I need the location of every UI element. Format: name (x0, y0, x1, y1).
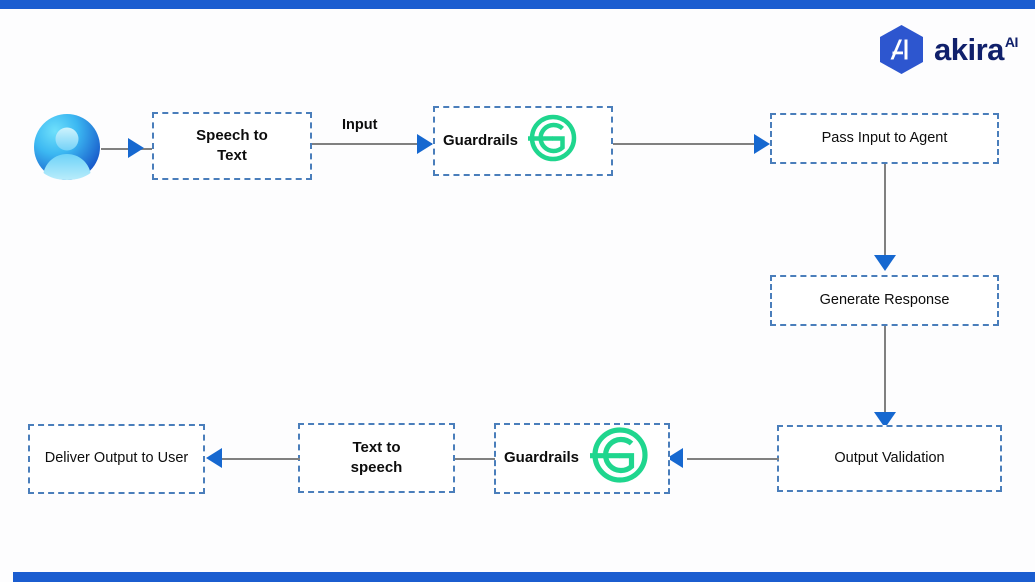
bottom-accent-bar (13, 572, 1035, 582)
guardrails-logo-icon (585, 423, 649, 494)
node-pass-input-to-agent[interactable]: Pass Input to Agent (770, 113, 999, 164)
connector-speech-to-guardrails (312, 143, 432, 145)
node-output-validation-label: Output Validation (834, 449, 945, 466)
connector-generate-to-validation (884, 326, 886, 421)
node-deliver-output-to-user[interactable]: Deliver Output to User (28, 424, 205, 494)
connector-guardrails-to-tts (455, 458, 495, 460)
connector-tts-to-deliver (222, 458, 300, 460)
connector-validation-to-guardrails (687, 458, 779, 460)
node-text-to-speech-label: Text to speech (350, 438, 403, 476)
akira-hexagon-logo-icon (878, 24, 925, 75)
arrowhead-agent-to-generate (874, 255, 896, 271)
node-output-validation[interactable]: Output Validation (777, 425, 1002, 492)
node-generate-response-label: Generate Response (819, 291, 950, 308)
node-generate-response[interactable]: Generate Response (770, 275, 999, 326)
node-guardrails-input-label: Guardrails (443, 131, 519, 149)
node-speech-to-text[interactable]: Speech to Text (152, 112, 312, 180)
top-accent-bar (0, 0, 1035, 9)
edge-label-input: Input (342, 117, 378, 133)
arrowhead-guardrails-to-agent (754, 134, 770, 154)
node-pass-input-to-agent-label: Pass Input to Agent (821, 129, 948, 146)
node-guardrails-output[interactable]: Guardrails (494, 423, 670, 494)
node-text-to-speech[interactable]: Text to speech (298, 423, 455, 493)
user-avatar-icon (33, 113, 101, 181)
connector-agent-to-generate (884, 164, 886, 264)
brand-wordmark: akira AI (934, 34, 1018, 65)
brand-name: akira (934, 32, 1004, 67)
arrowhead-generate-to-validation (874, 412, 896, 428)
node-guardrails-input[interactable]: Guardrails (433, 106, 613, 176)
connector-guardrails-to-agent (613, 143, 768, 145)
guardrails-logo-icon (524, 111, 578, 172)
arrowhead-validation-to-guardrails (667, 448, 683, 468)
node-deliver-output-to-user-label: Deliver Output to User (44, 450, 189, 467)
arrowhead-speech-to-guardrails (417, 134, 433, 154)
node-speech-to-text-label: Speech to Text (196, 126, 268, 164)
arrowhead-tts-to-deliver (206, 448, 222, 468)
node-guardrails-output-label: Guardrails (504, 449, 580, 467)
arrowhead-user-to-speech (128, 138, 144, 158)
brand-logo: akira AI (878, 24, 1018, 75)
brand-superscript: AI (1004, 34, 1019, 50)
